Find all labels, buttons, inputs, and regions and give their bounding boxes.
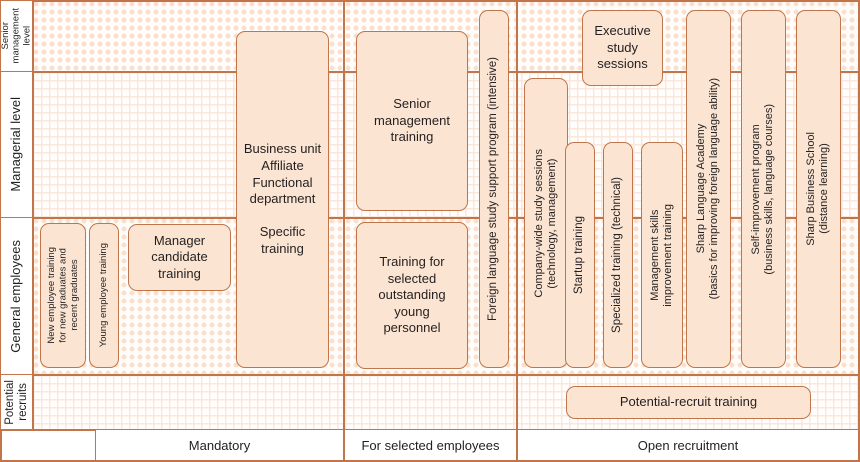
- box-manager-candidate-training[interactable]: Manager candidate training: [128, 224, 231, 291]
- box-potential-recruit-training[interactable]: Potential-recruit training: [566, 386, 811, 419]
- box-training-for-selected-outstanding-young-personnel[interactable]: Training for selected outstanding young …: [356, 222, 468, 369]
- box-training-for-selected-outstanding-young-personnel-label: Training for selected outstanding young …: [378, 253, 446, 336]
- row-label-potential-recruits: Potential recruits: [1, 375, 32, 429]
- box-specialized-training-technical-label: Specialized training (technical): [611, 177, 624, 333]
- box-new-employee-training[interactable]: New employee training for new graduates …: [40, 223, 86, 368]
- box-startup-training[interactable]: Startup training: [565, 142, 595, 368]
- row-label-managerial-level: Managerial level: [1, 72, 32, 217]
- divider-rows-footer: [0, 429, 860, 431]
- footer-category-open-recruitment: Open recruitment: [518, 430, 858, 460]
- box-new-employee-training-label: New employee training for new graduates …: [45, 247, 80, 344]
- box-foreign-language-study-support-program-label: Foreign language study support program (…: [487, 56, 500, 321]
- box-sharp-language-academy-label: Sharp Language Academy (basics for impro…: [695, 78, 721, 300]
- frame-bottom-line: [0, 460, 860, 462]
- frame-right-line: [858, 0, 860, 462]
- footer-category-for-selected-employees-label: For selected employees: [361, 437, 500, 453]
- box-senior-management-training-label: Senior management training: [374, 96, 450, 145]
- box-specialized-training-technical[interactable]: Specialized training (technical): [603, 142, 633, 368]
- box-executive-study-sessions[interactable]: Executive study sessions: [582, 10, 663, 86]
- box-sharp-language-academy[interactable]: Sharp Language Academy (basics for impro…: [686, 10, 731, 368]
- box-business-unit-specific-training-label: Business unit Affiliate Functional depar…: [243, 141, 322, 257]
- box-business-unit-specific-training[interactable]: Business unit Affiliate Functional depar…: [236, 31, 329, 368]
- box-management-skills-improvement-training-label: Management skills improvement training: [648, 203, 674, 307]
- box-company-wide-study-sessions-label: Company-wide study sessions (technology,…: [532, 148, 558, 298]
- row-label-senior-management-level: Senior management level: [0, 1, 32, 71]
- divider-general-potential: [0, 374, 860, 376]
- box-management-skills-improvement-training[interactable]: Management skills improvement training: [641, 142, 683, 368]
- footer-category-for-selected-employees: For selected employees: [345, 430, 516, 460]
- row-label-senior-management-level-text: Senior management level: [0, 8, 32, 64]
- divider-selected-open: [516, 0, 518, 462]
- row-label-general-employees: General employees: [1, 218, 32, 374]
- box-startup-training-label: Startup training: [573, 216, 586, 294]
- box-foreign-language-study-support-program[interactable]: Foreign language study support program (…: [479, 10, 509, 368]
- box-self-improvement-program-label: Self-improvement program (business skill…: [750, 103, 776, 275]
- footer-category-mandatory-label: Mandatory: [188, 437, 251, 453]
- footer-left-edge-line: [95, 429, 97, 462]
- divider-managerial-general: [0, 217, 860, 219]
- box-young-employee-training[interactable]: Young employee training: [89, 223, 119, 368]
- frame-top-line: [0, 0, 860, 2]
- box-executive-study-sessions-label: Executive study sessions: [594, 23, 651, 72]
- footer-category-open-recruitment-label: Open recruitment: [637, 437, 739, 453]
- box-self-improvement-program[interactable]: Self-improvement program (business skill…: [741, 10, 786, 368]
- box-company-wide-study-sessions[interactable]: Company-wide study sessions (technology,…: [524, 78, 568, 368]
- frame-left-line: [0, 0, 2, 462]
- box-sharp-business-school[interactable]: Sharp Business School (distance learning…: [796, 10, 841, 368]
- divider-rowlabel-content: [32, 0, 34, 430]
- box-senior-management-training[interactable]: Senior management training: [356, 31, 468, 211]
- box-young-employee-training-label: Young employee training: [98, 243, 110, 348]
- row-label-managerial-level-text: Managerial level: [8, 97, 24, 192]
- footer-category-mandatory: Mandatory: [96, 430, 343, 460]
- divider-mandatory-selected: [343, 0, 345, 462]
- box-manager-candidate-training-label: Manager candidate training: [151, 232, 208, 281]
- box-sharp-business-school-label: Sharp Business School (distance learning…: [805, 132, 831, 246]
- row-label-general-employees-text: General employees: [8, 239, 24, 353]
- row-label-potential-recruits-text: Potential recruits: [3, 379, 29, 425]
- box-potential-recruit-training-label: Potential-recruit training: [619, 394, 758, 410]
